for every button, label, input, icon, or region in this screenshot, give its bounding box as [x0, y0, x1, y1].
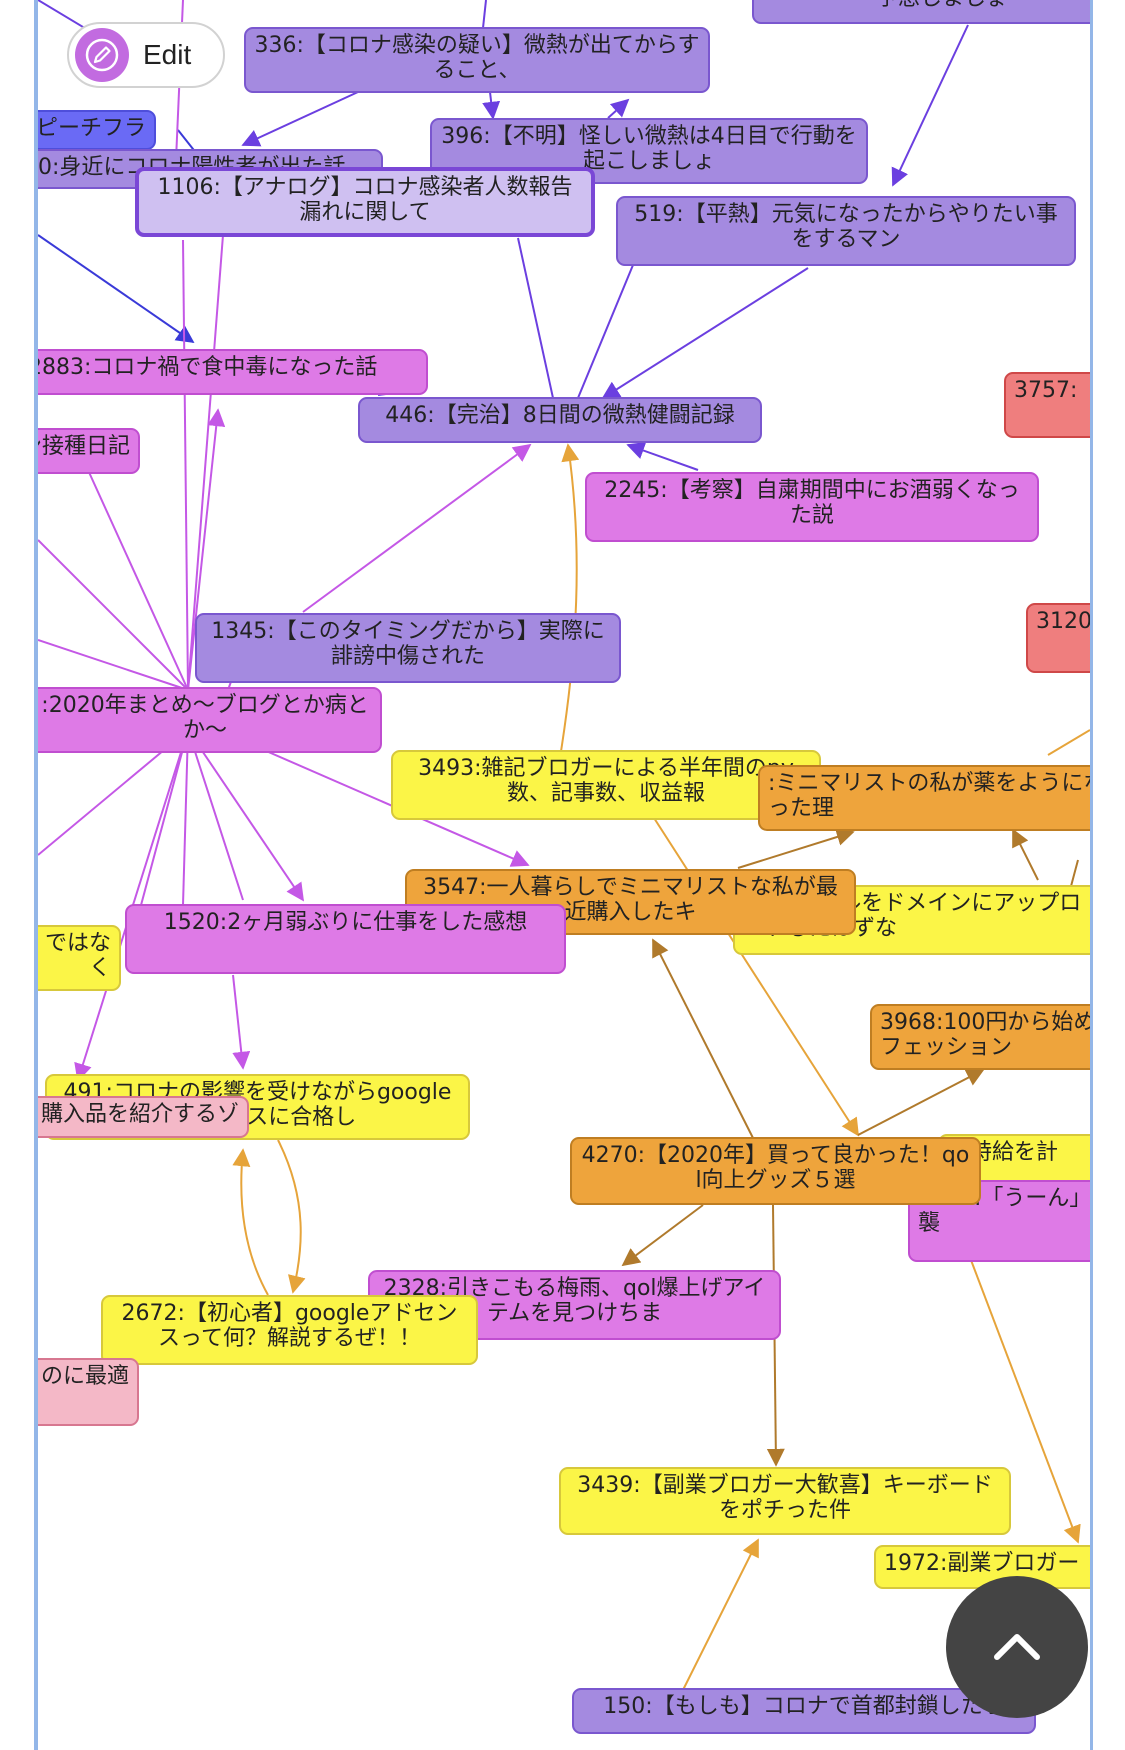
graph-node[interactable]: 519:【平熱】元気になったからやりたい事をするマン: [616, 196, 1076, 266]
edge: [517, 237, 554, 399]
graph-node[interactable]: 2672:【初心者】googleアドセンスって何？解説するぜ！！: [101, 1295, 478, 1365]
edge: [607, 98, 630, 119]
graph-node[interactable]: 2328:引きこもる梅雨、qol爆上げアイテムを見つけちま: [368, 1270, 781, 1340]
viewport-right-border: [1089, 0, 1093, 1750]
graph-canvas[interactable]: 予想しましょ 336:【コロナ感染の疑い】微熱が出てからすること、 ピーチフラ …: [38, 0, 1090, 1750]
edge: [482, 91, 501, 120]
graph-node[interactable]: 4270:【2020年】買って良かった！qol向上グッズ５選: [570, 1137, 981, 1205]
graph-node[interactable]: ピーチフラ: [38, 110, 156, 150]
edge: [182, 729, 189, 906]
chevron-up-icon: [992, 1629, 1042, 1665]
edge: [1047, 729, 1090, 756]
edge: [182, 239, 189, 691]
edge: [482, 0, 487, 29]
edge: [577, 264, 634, 399]
edge: [187, 729, 305, 902]
edge: [601, 267, 809, 399]
edge: [232, 1148, 269, 1296]
edge: [302, 443, 532, 613]
edge: [232, 974, 251, 1070]
edge: [241, 91, 359, 147]
graph-node[interactable]: ではなく: [38, 925, 121, 991]
edge: [557, 443, 580, 771]
viewport-left-border: [34, 0, 38, 1750]
edge: [857, 1069, 985, 1136]
edge: [38, 539, 189, 691]
edge: [677, 1538, 759, 1701]
edge: [891, 24, 969, 187]
edge: [635, 789, 859, 1137]
graph-node[interactable]: 3968:100円から始めるフェッション: [870, 1004, 1090, 1070]
pencil-icon: [75, 28, 129, 82]
edge: [277, 1139, 306, 1294]
edge: [626, 441, 699, 471]
edge: [187, 234, 224, 691]
edge: [737, 828, 855, 869]
edge: [38, 234, 195, 344]
edge: [87, 469, 189, 691]
graph-node[interactable]: 予想しましょ: [752, 0, 1090, 24]
graph-node-selected[interactable]: 1106:【アナログ】コロナ感染者人数報告漏れに関して: [135, 167, 595, 237]
graph-node[interactable]: 3493:雑記ブロガーによる半年間のpv数、記事数、収益報: [391, 750, 821, 820]
graph-node[interactable]: 446:【完治】8日間の微熱健闘記録: [358, 397, 762, 443]
graph-node[interactable]: 2883:コロナ禍で食中毒になった話: [38, 349, 428, 395]
graph-node[interactable]: :2020年まとめ〜ブログとか病とか〜: [38, 687, 382, 753]
edge: [621, 1204, 704, 1267]
graph-node[interactable]: 1520:2ヶ月弱ぶりに仕事をした感想: [125, 904, 566, 974]
graph-node[interactable]: 1345:【このタイミングだから】実際に誹謗中傷された: [195, 613, 621, 683]
edge: [187, 729, 244, 901]
graph-node[interactable]: 2245:【考察】自粛期間中にお酒弱くなった説: [585, 472, 1039, 542]
graph-node[interactable]: 3439:【副業ブロガー大歓喜】キーボードをポチった件: [559, 1467, 1011, 1535]
graph-node[interactable]: 1972:副業ブロガー: [874, 1545, 1090, 1589]
graph-node[interactable]: 336:【コロナ感染の疑い】微熱が出てからすること、: [244, 27, 710, 93]
graph-node[interactable]: のに最適: [38, 1358, 139, 1426]
edge: [132, 729, 189, 936]
graph-node[interactable]: 1247:「うーん」い襲: [908, 1180, 1090, 1262]
scroll-top-button[interactable]: [946, 1576, 1088, 1718]
edit-button-label: Edit: [143, 39, 192, 70]
edge: [1012, 828, 1039, 881]
edge: [38, 639, 189, 691]
graph-node[interactable]: ワクチン接種日記: [38, 428, 140, 474]
edit-button[interactable]: Edit: [67, 22, 225, 88]
edge: [187, 408, 226, 691]
graph-node[interactable]: 購入品を紹介するゾ: [38, 1096, 249, 1138]
graph-node[interactable]: 3757:: [1004, 372, 1090, 438]
graph-node[interactable]: 3120: [1026, 603, 1090, 673]
graph-node[interactable]: :ミニマリストの私が薬をようになった理: [758, 765, 1090, 831]
edge: [652, 938, 754, 1139]
